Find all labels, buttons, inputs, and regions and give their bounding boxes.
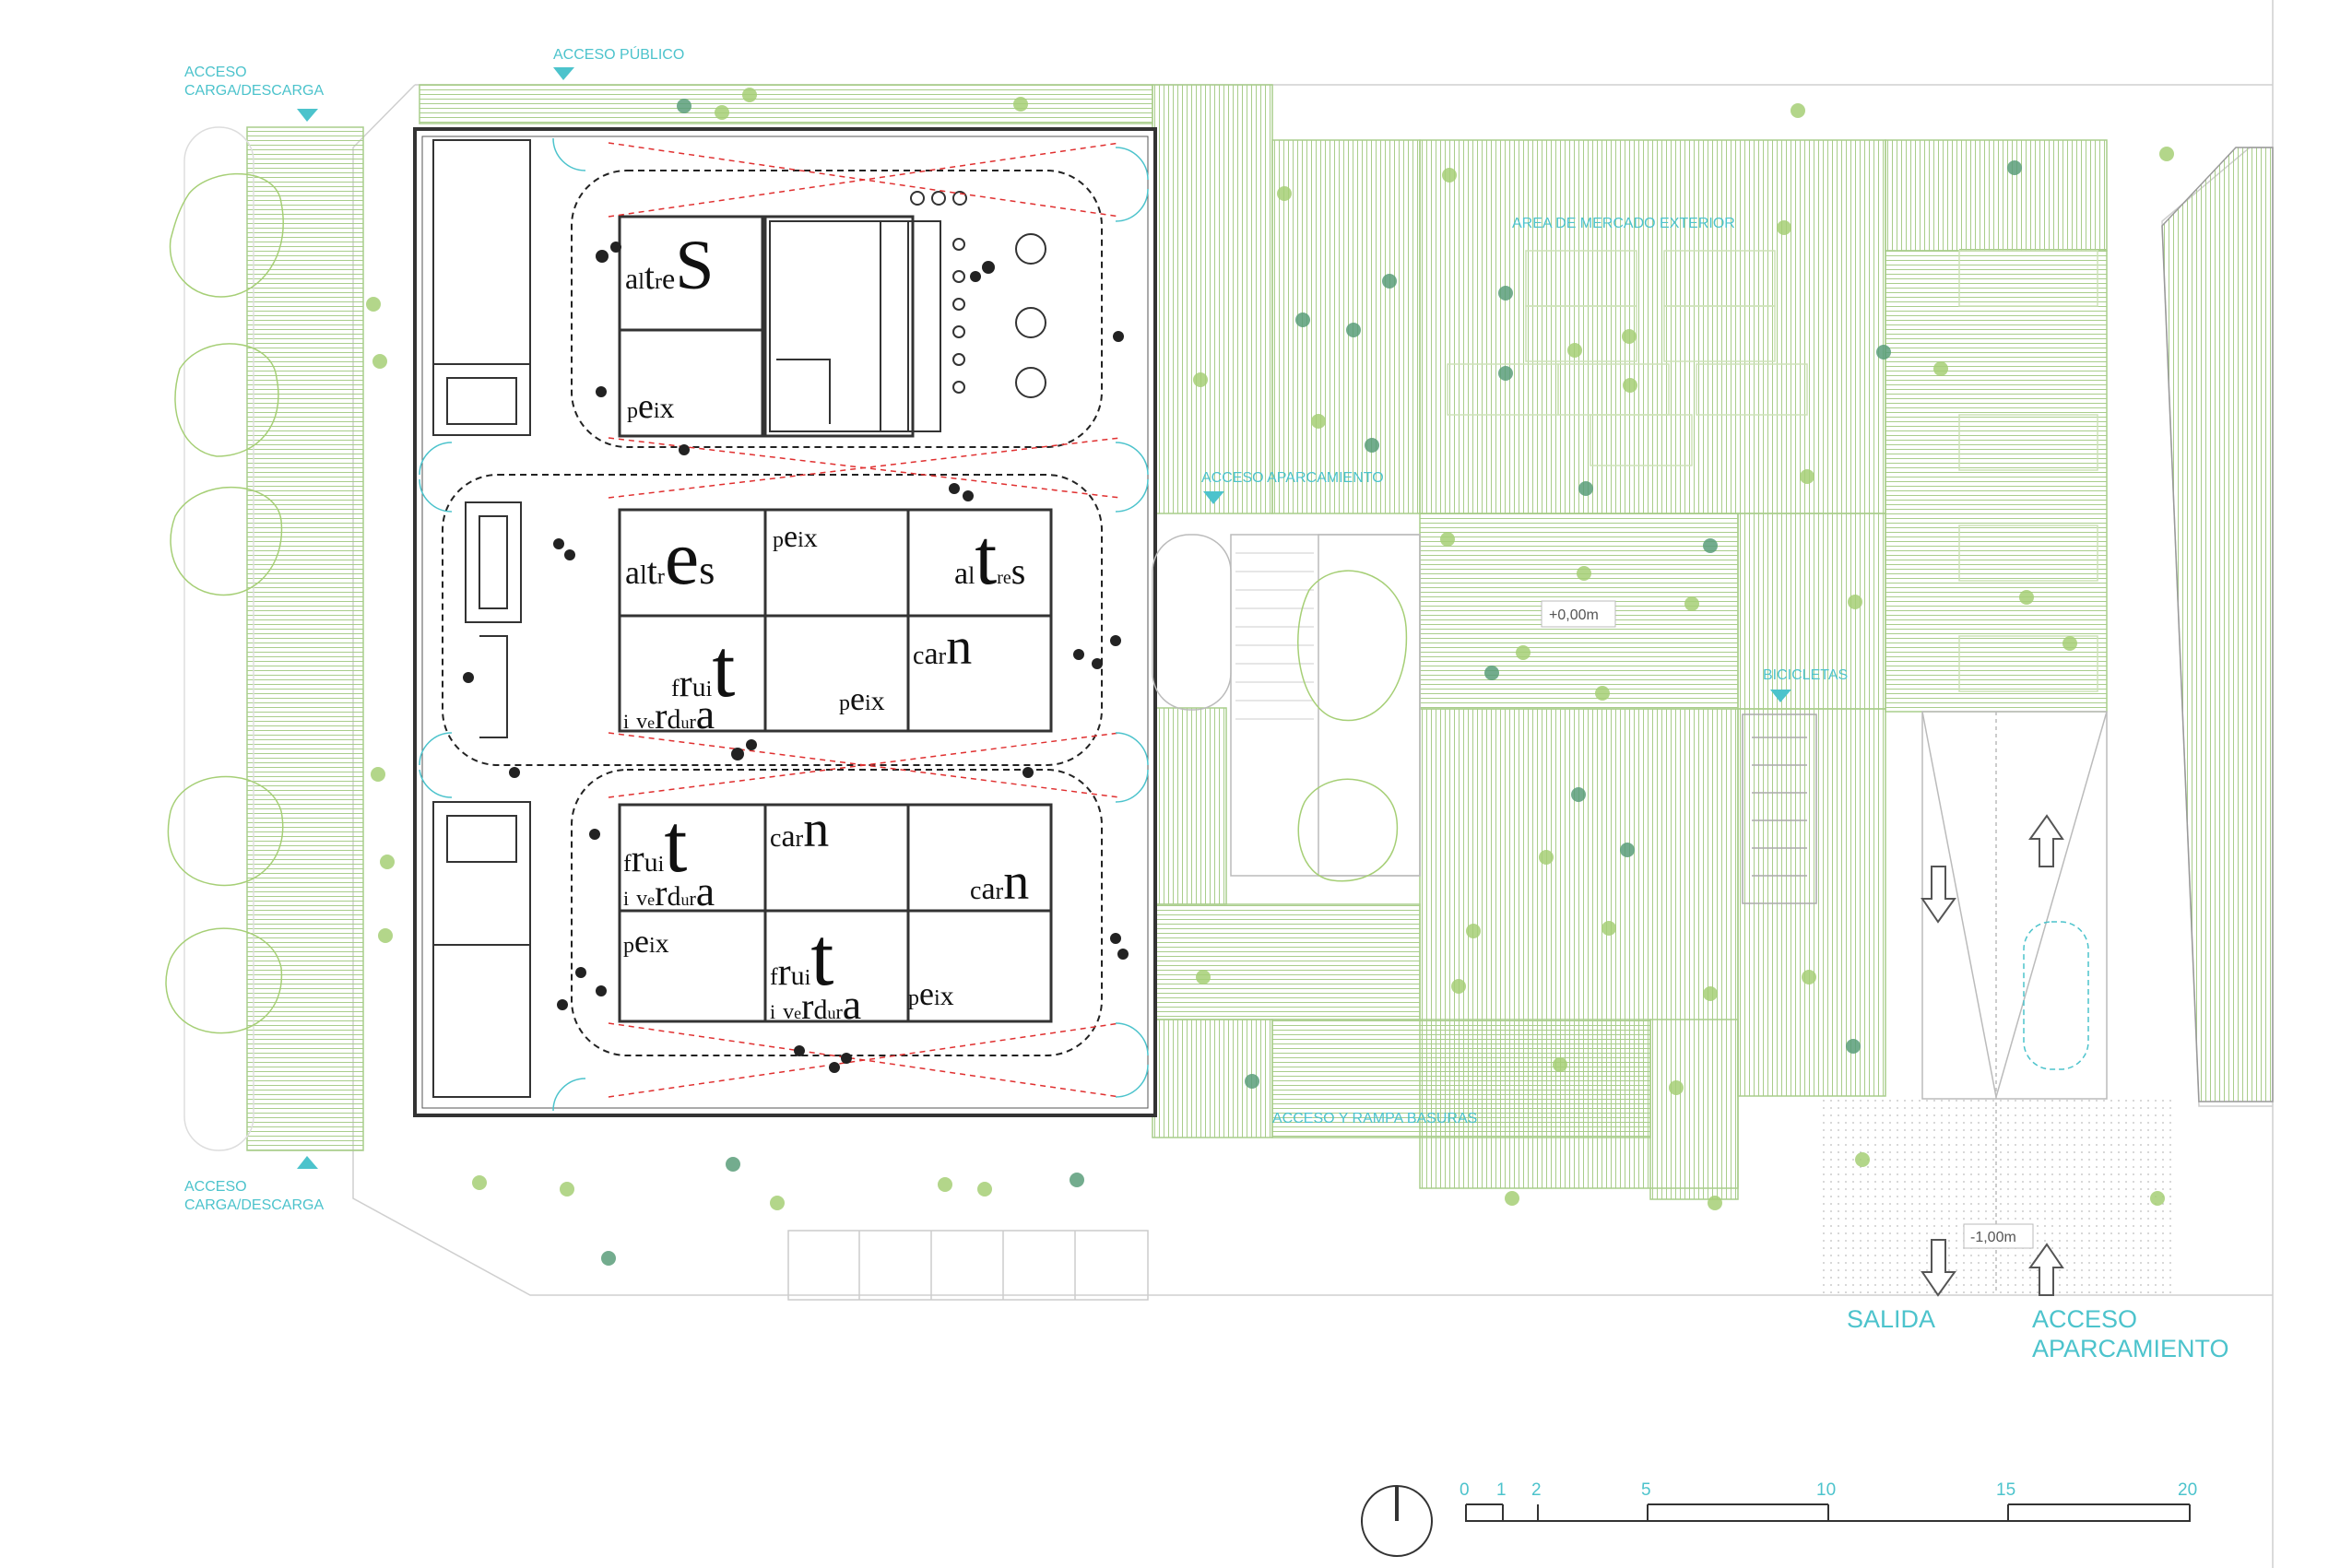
stair-steps (1235, 552, 1314, 720)
scale-tick-1: 1 (1496, 1480, 1507, 1500)
access-marker-aparcamiento (1203, 491, 1224, 504)
scale-tick-5: 5 (1641, 1480, 1651, 1500)
label-salida: SALIDA (1847, 1305, 1935, 1333)
stall-carn-3: carn (970, 854, 1029, 911)
stall-carn-1: carn (913, 619, 972, 676)
scale-tick-2: 2 (1531, 1480, 1542, 1500)
doors (419, 137, 1149, 1112)
stall-peix-5: peix (908, 975, 954, 1012)
north-arrow (1361, 1485, 1433, 1557)
access-markers (297, 67, 1791, 1169)
access-marker-carga-top (297, 109, 318, 122)
market-tables (1447, 250, 2098, 692)
stall-altres-3: altres (954, 513, 1025, 601)
bar-counter (769, 191, 1046, 432)
svg-text:fruit: fruit (671, 623, 735, 714)
label-acceso-publico: ACCESO PÚBLICO (553, 45, 684, 63)
scale-tick-20: 20 (2178, 1480, 2197, 1500)
svg-text:fruit: fruit (770, 912, 833, 1003)
ramp-arrows (1921, 814, 2064, 1297)
label-bicicletas: BICICLETAS (1763, 667, 1848, 683)
ramp-dotted-floor (1821, 1097, 2176, 1295)
label-area-mercado: AREA DE MERCADO EXTERIOR (1512, 216, 1735, 231)
neighbour-building (2161, 147, 2274, 1102)
stall-altres-1: altreS (625, 227, 714, 304)
scale-bar (1465, 1503, 2191, 1522)
stall-peix-2: peix (773, 520, 818, 554)
access-marker-bicicletas (1770, 690, 1791, 702)
people-figures (463, 242, 1129, 1073)
svg-text:fruit: fruit (623, 798, 687, 890)
benches (787, 1230, 1149, 1301)
stalls-grid (618, 215, 1053, 1023)
label-acceso-aparcamiento-small: ACCESO APARCAMIENTO (1201, 470, 1384, 486)
circulation-paths (442, 170, 1103, 1056)
service-blocks (432, 139, 531, 1098)
stall-peix-1: peix (627, 387, 675, 426)
scale-tick-0: 0 (1460, 1480, 1470, 1500)
stall-peix-4: peix (623, 923, 669, 960)
scale-labels: 0 1 2 5 10 15 20 (1460, 1480, 2197, 1500)
loading-strip (246, 126, 364, 1151)
bike-rack (1742, 713, 1817, 904)
level-plus: +0,00m (1549, 607, 1599, 623)
small-trees (366, 88, 2174, 1266)
stair-core (1152, 534, 1421, 877)
level-minus: -1,00m (1970, 1230, 2016, 1245)
plaza-zones (1152, 84, 2108, 1200)
stall-altres-2: altres (625, 515, 715, 601)
garden-strip-top (419, 84, 1153, 124)
circulation-cross (608, 142, 1121, 1098)
stall-peix-3: peix (839, 680, 885, 717)
access-marker-carga-bottom (297, 1156, 318, 1169)
access-marker-publico (553, 67, 574, 80)
scale-tick-15: 15 (1996, 1480, 2015, 1500)
stall-carn-2: carn (770, 801, 829, 858)
scale-tick-10: 10 (1816, 1480, 1836, 1500)
tree-canopies (165, 172, 1408, 1034)
label-acceso-rampa: ACCESO Y RAMPA BASURAS (1272, 1111, 1477, 1126)
